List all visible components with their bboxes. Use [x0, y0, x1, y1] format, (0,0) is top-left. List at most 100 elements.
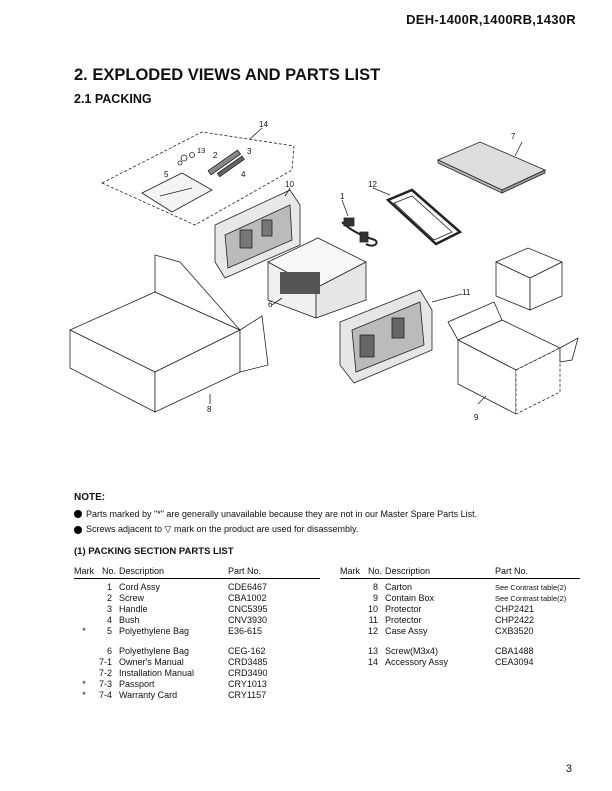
cell-no: 7-2: [98, 668, 112, 678]
cell-mark: *: [82, 679, 86, 689]
cell-part: CBA1002: [228, 593, 267, 603]
cell-no: 3: [106, 604, 112, 614]
cell-no: 12: [367, 626, 378, 636]
page-title: 2. EXPLODED VIEWS AND PARTS LIST: [74, 66, 381, 84]
col-mark: Mark: [74, 566, 94, 576]
note-text: Parts marked by "*" are generally unavai…: [86, 509, 478, 519]
callout-5: 5: [164, 170, 169, 179]
cell-part: CEA3094: [495, 657, 534, 667]
cell-no: 7-1: [98, 657, 112, 667]
col-no: No.: [368, 566, 383, 576]
cell-part: CHP2421: [495, 604, 535, 614]
table-row: 11 Protector CHP2422: [340, 615, 580, 626]
parts-table-left: Mark No. Description Part No. 1 Cord Assy…: [74, 566, 320, 701]
cell-part: CDE6467: [228, 582, 268, 592]
cell-desc: Installation Manual: [119, 668, 195, 678]
note-line-1: Parts marked by "*" are generally unavai…: [74, 509, 477, 519]
note-line-2: Screws adjacent to ▽ mark on the product…: [74, 524, 358, 535]
polyethylene-bag-large: [267, 237, 367, 319]
table-row: 13 Screw(M3x4) CBA1488: [340, 646, 580, 657]
cell-desc: Contain Box: [385, 593, 435, 603]
screw-part: [180, 154, 188, 162]
cell-desc: Owner's Manual: [119, 657, 184, 667]
cell-part: CBA1488: [495, 646, 534, 656]
cell-desc: Carton: [385, 582, 413, 592]
cell-no: 5: [106, 626, 112, 636]
callout-7: 7: [511, 132, 516, 141]
accessory-assy-outline: [101, 131, 295, 226]
cord-assy: [341, 217, 378, 247]
cell-no: 1: [106, 582, 112, 592]
bullet-icon: [74, 525, 82, 534]
cell-no: 2: [106, 593, 112, 603]
model-header: DEH-1400R,1400RB,1430R: [406, 12, 576, 27]
cell-no: 6: [106, 646, 112, 656]
carton: [69, 254, 269, 413]
cell-desc: Screw: [119, 593, 145, 603]
cell-part: CRD3490: [228, 668, 268, 678]
cell-no: 13: [367, 646, 378, 656]
cell-desc: Handle: [119, 604, 148, 614]
cell-part: E36-615: [228, 626, 263, 636]
callout-9: 9: [474, 413, 479, 422]
table-row: 7-2 Installation Manual CRD3490: [74, 668, 320, 679]
cell-no: 8: [372, 582, 378, 592]
cell-desc: Accessory Assy: [385, 657, 449, 667]
section-subtitle: 2.1 PACKING: [74, 92, 152, 106]
cell-desc: Polyethylene Bag: [119, 626, 190, 636]
packing-exploded-diagram: [69, 127, 579, 415]
cell-part: CHP2422: [495, 615, 535, 625]
callout-10: 10: [285, 180, 294, 189]
cell-mark: *: [82, 690, 86, 700]
col-part: Part No.: [495, 566, 529, 576]
table-row: 3 Handle CNC5395: [74, 604, 320, 615]
cell-part: CRY1157: [228, 690, 267, 700]
cell-desc: Screw(M3x4): [385, 646, 439, 656]
cell-no: 10: [367, 604, 378, 614]
cell-part: CRY1013: [228, 679, 267, 689]
callout-11: 11: [462, 288, 471, 297]
table-row: 9 Contain Box See Contrast table(2): [340, 593, 580, 604]
callout-8: 8: [207, 405, 212, 414]
cell-part: CNV3930: [228, 615, 268, 625]
cell-desc: Protector: [385, 615, 422, 625]
callout-14: 14: [259, 120, 268, 129]
cell-desc: Passport: [119, 679, 155, 689]
cell-no: 7-4: [98, 690, 112, 700]
cell-part: See Contrast table(2): [495, 594, 567, 603]
contain-box: [447, 247, 579, 415]
cell-no: 4: [106, 615, 112, 625]
note-text: Screws adjacent to ▽ mark on the product…: [86, 524, 359, 534]
col-desc: Description: [385, 566, 431, 576]
callout-4: 4: [241, 170, 246, 179]
col-no: No.: [102, 566, 117, 576]
cell-part: CEG-162: [228, 646, 266, 656]
callout-2: 2: [213, 151, 218, 160]
cell-no: 9: [372, 593, 378, 603]
cell-desc: Cord Assy: [119, 582, 161, 592]
manuals-stack: [437, 141, 546, 191]
callout-1: 1: [340, 192, 345, 201]
protector-rear: [339, 289, 433, 384]
callout-3: 3: [247, 147, 252, 156]
cell-part: CNC5395: [228, 604, 268, 614]
polyethylene-bag-small: [141, 172, 213, 213]
callout-13: 13: [197, 146, 206, 155]
table-row: 1 Cord Assy CDE6467: [74, 582, 320, 593]
callout-12: 12: [368, 180, 377, 189]
callout-leader-14: [249, 127, 263, 140]
note-title: NOTE:: [74, 492, 106, 503]
callout-6: 6: [268, 300, 273, 309]
cell-mark: *: [82, 626, 86, 636]
table-row: 2 Screw CBA1002: [74, 593, 320, 604]
parts-list-title: (1) PACKING SECTION PARTS LIST: [74, 546, 234, 557]
cell-no: 11: [368, 615, 378, 625]
table-header: Mark No. Description Part No.: [74, 566, 320, 579]
